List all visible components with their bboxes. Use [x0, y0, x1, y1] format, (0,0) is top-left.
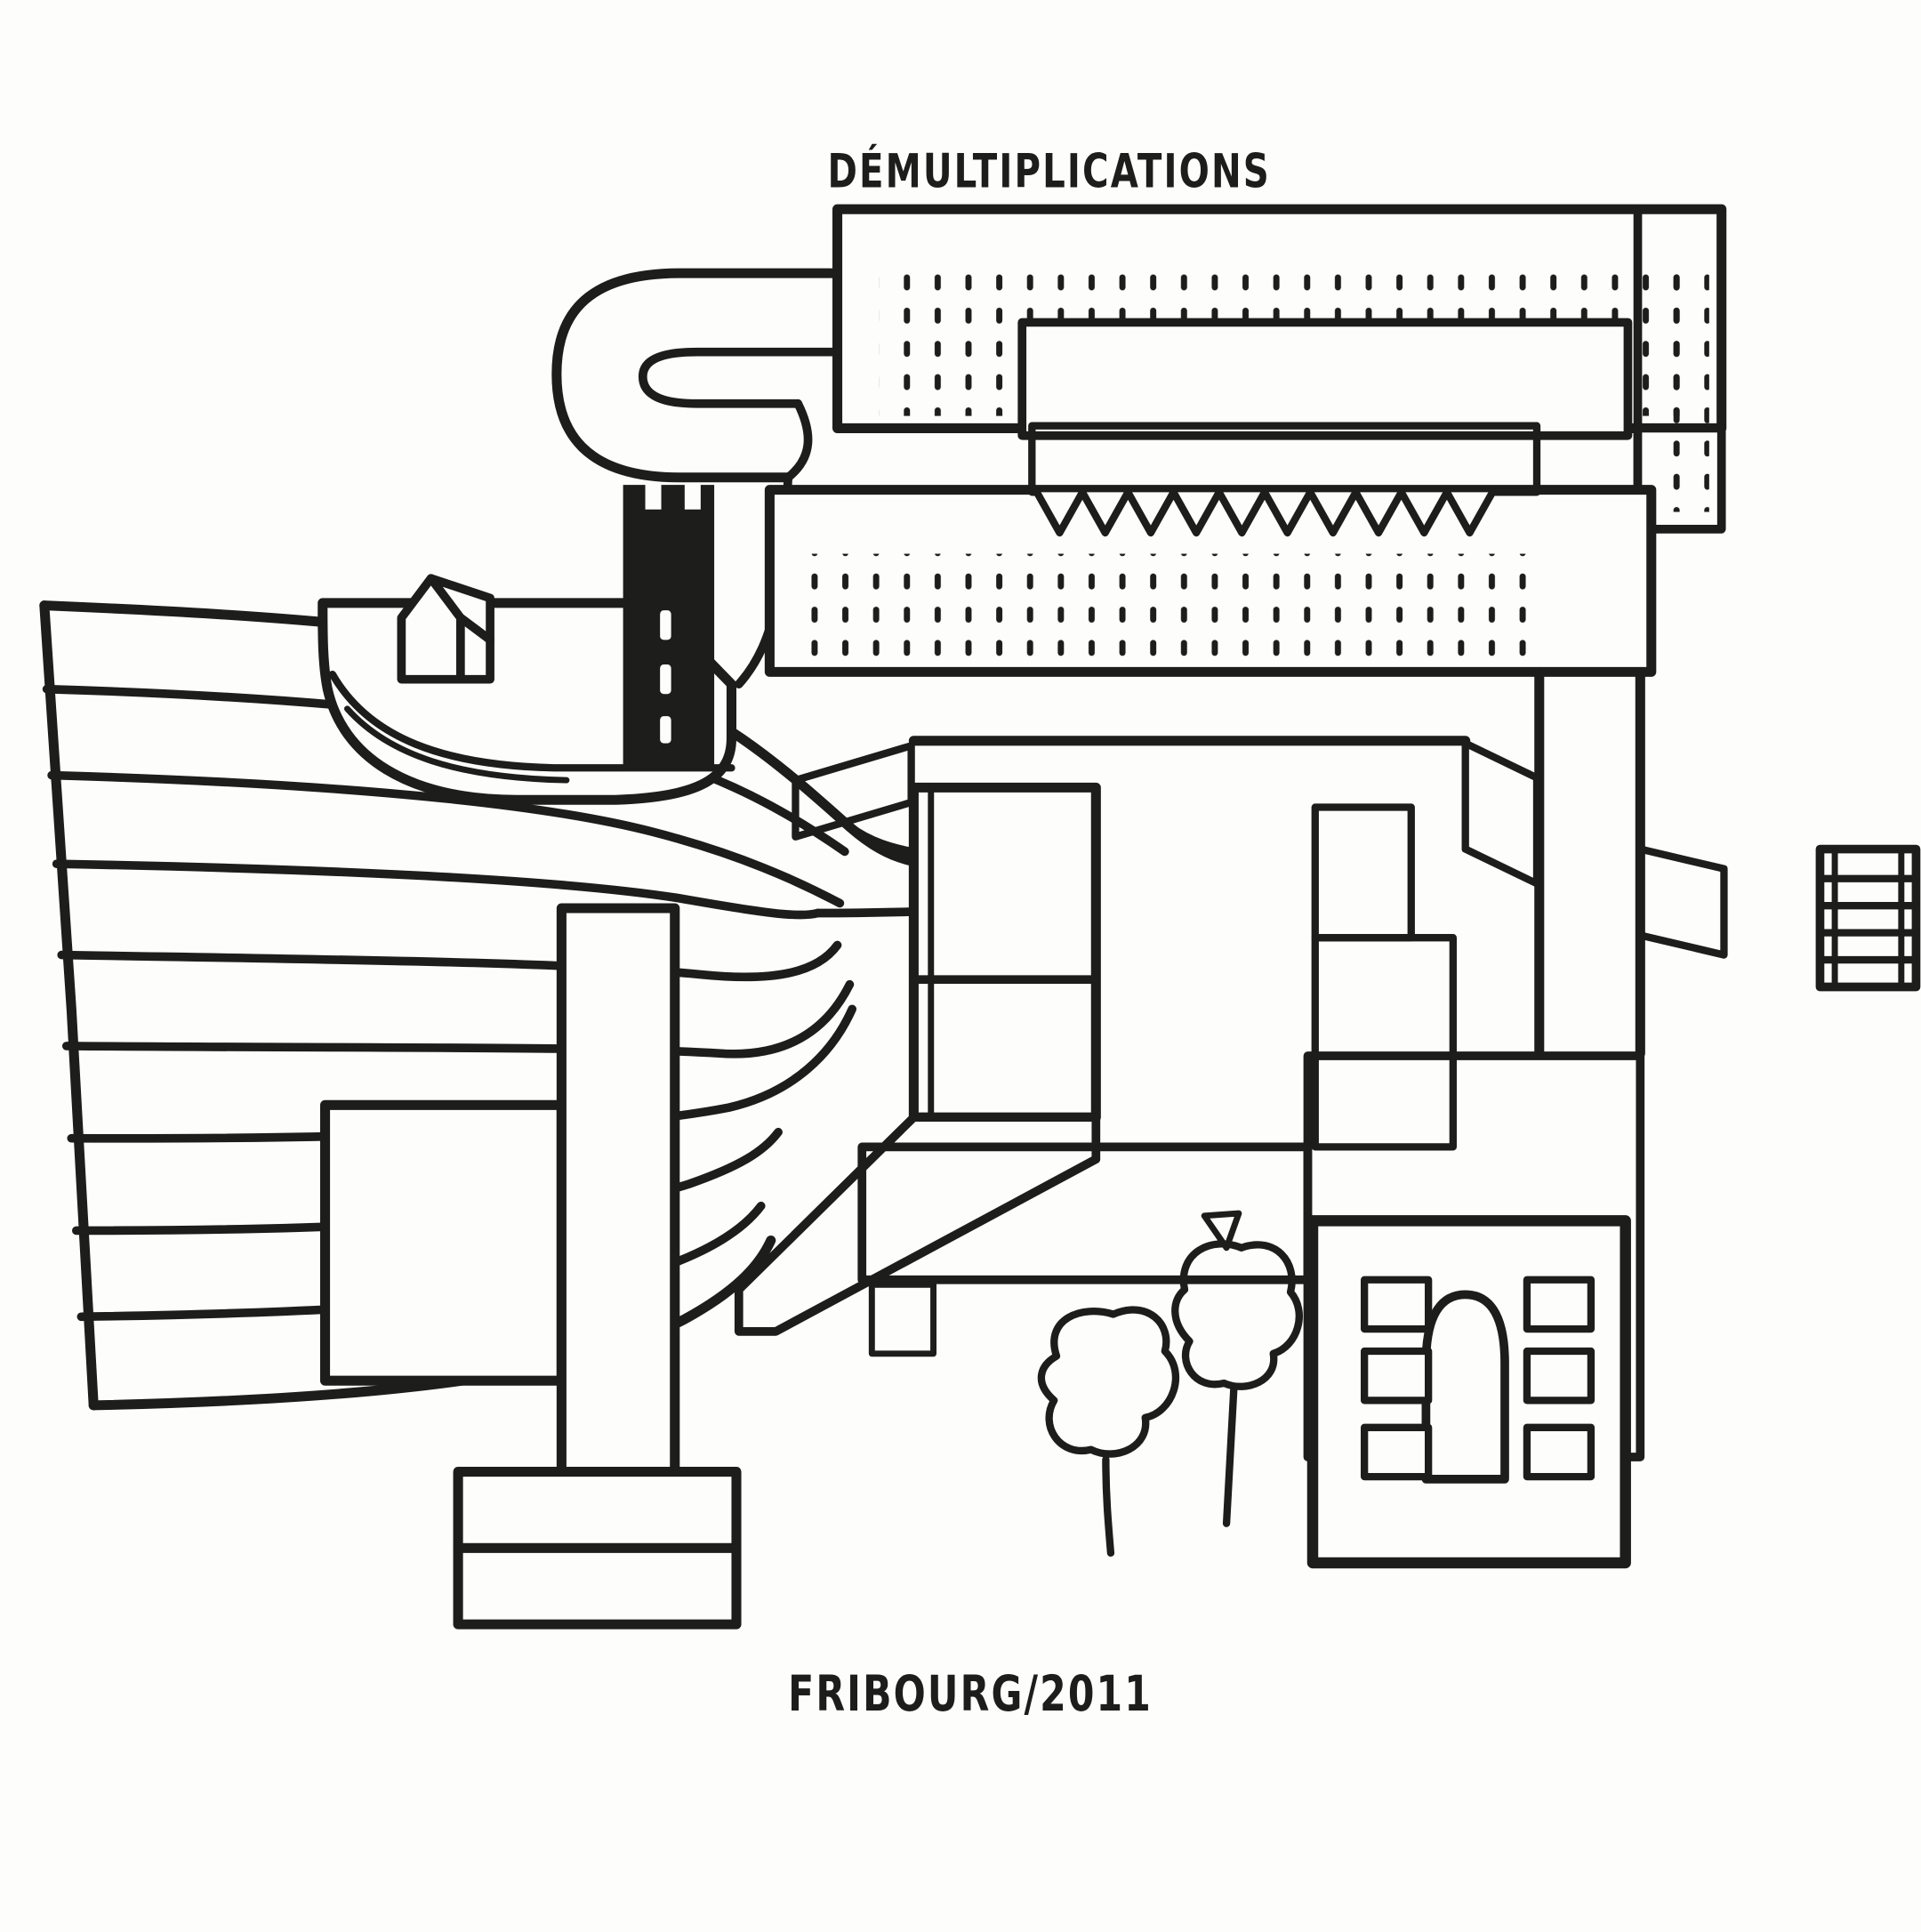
field-left-edge — [39, 600, 99, 1411]
stairs-icon — [1815, 844, 1921, 992]
facade-window — [1523, 1276, 1595, 1333]
arch-door — [1421, 1290, 1509, 1484]
hatched-parapet-right — [1461, 739, 1541, 888]
stepped-structure — [320, 903, 742, 1630]
sawtooth-awning — [1033, 488, 1497, 537]
tree-trunk — [1222, 1384, 1238, 1527]
signature: FRIBOURG/2011 — [788, 1666, 1153, 1723]
tower-window — [660, 664, 671, 695]
base-slab-upper — [453, 1467, 742, 1553]
hatched-bank-far-right — [1636, 845, 1728, 959]
dotted-facade-column — [1652, 265, 1709, 512]
facade-window — [1361, 1423, 1433, 1481]
central-building — [734, 736, 1728, 1336]
facade-window — [1523, 1347, 1595, 1405]
house-side — [456, 613, 494, 684]
striped-curb — [868, 1281, 936, 1357]
dotted-facade-lower — [798, 553, 1532, 660]
facade-window — [1361, 1276, 1433, 1333]
chimney-column — [556, 903, 680, 1477]
contour-line — [47, 770, 845, 908]
stairs-rails — [1831, 848, 1905, 988]
facade-box — [1306, 1215, 1631, 1569]
facade-window — [1361, 1347, 1433, 1405]
loop-road-inner — [638, 347, 1015, 408]
facade-window — [1523, 1423, 1595, 1481]
ramp-wall — [734, 1113, 1101, 1336]
tree-trunk — [1102, 1455, 1115, 1558]
tower-window — [660, 610, 671, 640]
top-building — [764, 204, 1727, 1059]
trees — [1037, 1210, 1303, 1558]
tower-window — [660, 716, 671, 744]
tree-top-pennant — [1201, 1210, 1242, 1252]
terrace-wall-line — [344, 705, 570, 784]
ladder-strip — [1311, 803, 1415, 942]
castle-terrace — [317, 485, 736, 805]
contour-line — [52, 859, 823, 920]
loop-road-hook — [784, 398, 813, 482]
contour-line — [61, 979, 855, 1059]
loop-road-outer — [551, 268, 1015, 483]
tree-icon — [1171, 1240, 1303, 1390]
stairs-steps — [1816, 874, 1920, 964]
tree-icon — [1037, 1306, 1180, 1458]
terrace-wall-line — [328, 670, 735, 772]
fine-grid-plaza — [1311, 934, 1457, 1151]
contour-line — [57, 940, 842, 982]
central-tower — [908, 782, 1101, 1123]
base-slab-lower — [453, 1542, 742, 1630]
page-title: DÉMULTIPLICATIONS — [827, 142, 1270, 198]
walkway-grid — [857, 1142, 1313, 1284]
white-block — [320, 1099, 567, 1386]
top-building-second-layer — [1017, 318, 1633, 440]
